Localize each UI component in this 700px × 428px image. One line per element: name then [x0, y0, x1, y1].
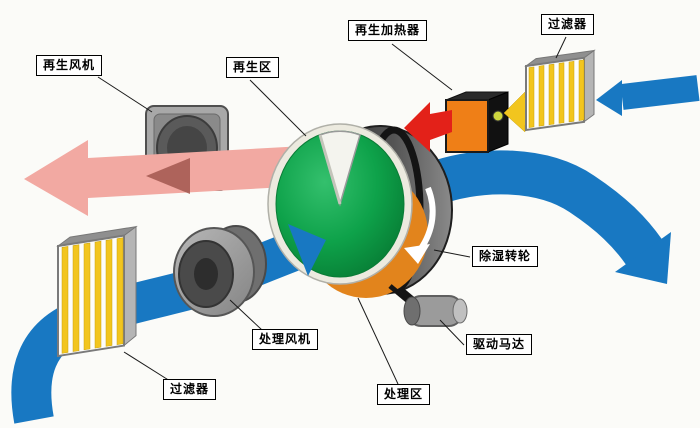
leader-regen-fan: [97, 76, 153, 113]
regen-heater-label: 再生加热器: [348, 20, 428, 41]
filter-top-label: 过滤器: [541, 14, 595, 35]
filter-bottom-side: [123, 225, 137, 347]
process-fan-graphic: [173, 225, 267, 317]
regen-exhaust-arrow: [24, 140, 304, 216]
process-air-outlet-shaft: [422, 150, 663, 265]
regen-zone-label: 再生区: [226, 57, 280, 78]
drive-motor-graphic: [388, 284, 468, 327]
process-air-outlet-arrow: [422, 150, 671, 284]
process-air-inlet-head: [288, 224, 326, 276]
heater-front: [445, 99, 489, 153]
regen-zone-wedge-shade: [318, 134, 342, 205]
hot-air-arrow: [404, 102, 452, 152]
leader-process-zone: [357, 297, 399, 385]
heater-indicator-light: [492, 110, 504, 122]
process-fan-label: 处理风机: [252, 329, 319, 350]
leader-filter-top: [555, 36, 567, 59]
filter-top-slats: [528, 59, 585, 128]
regen-air-inlet-arrow: [596, 75, 700, 116]
regen-zone-wedge: [319, 130, 361, 207]
motor-pulley: [403, 296, 421, 326]
filter-bottom-graphic: [56, 225, 138, 358]
motor-end-cap: [452, 298, 468, 324]
wheel-label: 除湿转轮: [472, 246, 539, 267]
filter-top-side: [583, 49, 595, 123]
wheel-rotation-arrow-head: [404, 244, 430, 264]
leader-regen-zone: [249, 79, 307, 137]
leader-filter-bottom: [123, 351, 171, 382]
process-fan-hub: [194, 258, 218, 290]
drive-motor-label: 驱动马达: [466, 334, 533, 355]
regen-heater-graphic: [445, 91, 509, 153]
filter-bottom-slats: [61, 237, 124, 354]
leader-drive-motor: [439, 319, 465, 346]
filter-top-frame: [525, 56, 585, 132]
filter-bottom-label: 过滤器: [163, 379, 217, 400]
heater-side: [487, 91, 509, 153]
wheel-rotation-arrow: [417, 186, 436, 252]
process-zone-label: 处理区: [377, 384, 431, 405]
leader-regen-heater: [391, 43, 453, 91]
regen-air-inlet-shaft: [620, 75, 700, 110]
leader-process-fan: [229, 299, 263, 331]
leader-wheel: [433, 249, 471, 258]
filter-top-graphic: [524, 49, 596, 132]
desiccant-wheel-graphic: [267, 123, 453, 298]
process-air-outlet-head: [615, 232, 671, 284]
regen-fan-label: 再生风机: [36, 55, 103, 76]
regen-air-inlet-head: [596, 80, 622, 116]
leader-lines: [97, 36, 567, 385]
regen-exhaust-inner-head: [146, 158, 190, 194]
